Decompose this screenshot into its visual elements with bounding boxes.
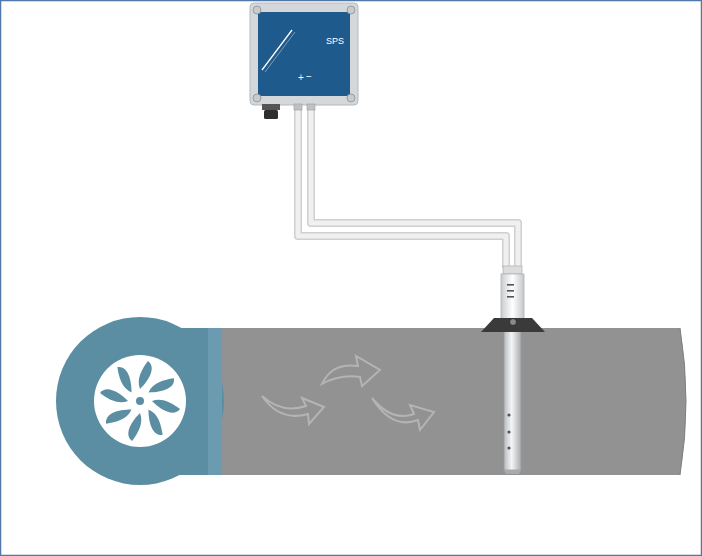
mounting-flange xyxy=(481,318,545,332)
fan-blade xyxy=(111,364,140,393)
fan-blade xyxy=(152,400,180,413)
terminal-sign: − xyxy=(306,72,312,82)
fan-housing xyxy=(56,317,224,485)
fan-blades xyxy=(100,361,180,441)
terminal-sign: + xyxy=(298,73,304,83)
pressure-tubes xyxy=(298,108,518,268)
pressure-probe xyxy=(481,266,545,474)
fan-blade xyxy=(139,361,152,389)
fan-blade xyxy=(100,389,128,402)
fan-blade xyxy=(128,413,141,441)
device-label: SPS xyxy=(326,37,344,46)
air-duct xyxy=(215,328,686,475)
sensor-housing xyxy=(250,3,358,119)
airflow-arrows xyxy=(262,356,434,430)
sensor-panel: SPS xyxy=(258,12,350,96)
fan-blade xyxy=(140,409,169,438)
fan-blade xyxy=(148,372,177,401)
fan-blade xyxy=(103,401,132,430)
